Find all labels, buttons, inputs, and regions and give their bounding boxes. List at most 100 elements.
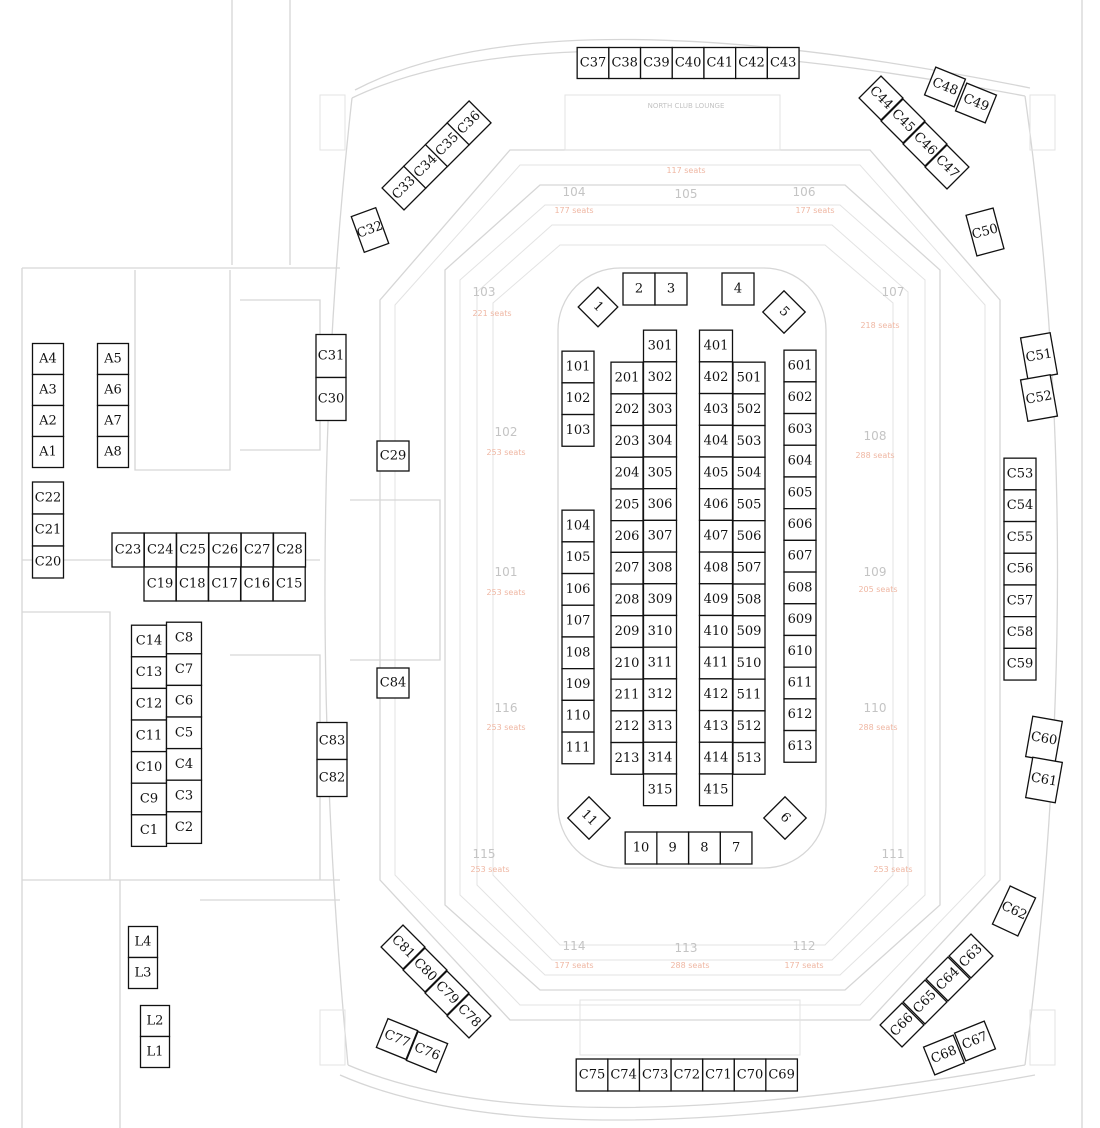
booth-411[interactable]: 411 — [698, 646, 734, 680]
booth-612[interactable]: 612 — [783, 698, 817, 732]
booth-C78[interactable]: C78 — [446, 993, 492, 1039]
booth-C3[interactable]: C3 — [165, 779, 203, 813]
booth-C65[interactable]: C65 — [902, 979, 948, 1025]
booth-C23[interactable]: C23 — [111, 532, 145, 568]
booth-A1[interactable]: A1 — [31, 435, 65, 469]
booth-607[interactable]: 607 — [783, 539, 817, 573]
booth-503[interactable]: 503 — [732, 424, 766, 458]
booth-C44[interactable]: C44 — [858, 75, 904, 121]
booth-405[interactable]: 405 — [698, 456, 734, 490]
booth-305[interactable]: 305 — [642, 456, 678, 490]
booth-213[interactable]: 213 — [610, 741, 644, 775]
booth-A4[interactable]: A4 — [31, 342, 65, 376]
booth-C28[interactable]: C28 — [272, 532, 307, 568]
booth-613[interactable]: 613 — [783, 729, 817, 763]
booth-102[interactable]: 102 — [561, 382, 595, 416]
booth-C32[interactable]: C32 — [350, 206, 390, 254]
booth-604[interactable]: 604 — [783, 444, 817, 478]
booth-302[interactable]: 302 — [642, 361, 678, 395]
booth-511[interactable]: 511 — [732, 678, 766, 712]
booth-C25[interactable]: C25 — [175, 532, 210, 568]
booth-509[interactable]: 509 — [732, 615, 766, 649]
booth-403[interactable]: 403 — [698, 392, 734, 426]
booth-414[interactable]: 414 — [698, 741, 734, 775]
booth-C39[interactable]: C39 — [639, 46, 673, 80]
booth-C62[interactable]: C62 — [991, 885, 1037, 937]
booth-C67[interactable]: C67 — [953, 1020, 997, 1062]
booth-210[interactable]: 210 — [610, 646, 644, 680]
booth-209[interactable]: 209 — [610, 615, 644, 649]
booth-A8[interactable]: A8 — [96, 435, 130, 469]
booth-303[interactable]: 303 — [642, 392, 678, 426]
booth-C72[interactable]: C72 — [670, 1058, 704, 1092]
booth-512[interactable]: 512 — [732, 710, 766, 744]
booth-608[interactable]: 608 — [783, 571, 817, 605]
booth-C64[interactable]: C64 — [925, 956, 971, 1002]
booth-311[interactable]: 311 — [642, 646, 678, 680]
booth-C49[interactable]: C49 — [954, 82, 998, 124]
booth-C56[interactable]: C56 — [1003, 552, 1037, 586]
booth-C48[interactable]: C48 — [923, 66, 967, 108]
booth-401[interactable]: 401 — [698, 329, 734, 363]
booth-109[interactable]: 109 — [561, 667, 595, 702]
booth-301[interactable]: 301 — [642, 329, 678, 363]
booth-C9[interactable]: C9 — [130, 782, 168, 816]
booth-507[interactable]: 507 — [732, 551, 766, 585]
booth-3[interactable]: 3 — [654, 272, 688, 306]
booth-2[interactable]: 2 — [622, 272, 656, 306]
booth-C41[interactable]: C41 — [703, 46, 737, 80]
booth-203[interactable]: 203 — [610, 424, 644, 458]
booth-C20[interactable]: C20 — [31, 545, 65, 579]
booth-C60[interactable]: C60 — [1024, 715, 1064, 763]
booth-504[interactable]: 504 — [732, 456, 766, 490]
booth-510[interactable]: 510 — [732, 646, 766, 680]
booth-501[interactable]: 501 — [732, 361, 766, 395]
booth-C57[interactable]: C57 — [1003, 584, 1037, 618]
booth-C58[interactable]: C58 — [1003, 615, 1037, 650]
booth-212[interactable]: 212 — [610, 710, 644, 744]
booth-C42[interactable]: C42 — [734, 46, 769, 80]
booth-413[interactable]: 413 — [698, 709, 734, 743]
booth-201[interactable]: 201 — [610, 361, 644, 395]
booth-205[interactable]: 205 — [610, 488, 644, 522]
booth-11[interactable]: 11 — [566, 795, 612, 841]
booth-C26[interactable]: C26 — [208, 532, 242, 568]
booth-110[interactable]: 110 — [561, 699, 595, 733]
booth-C16[interactable]: C16 — [240, 566, 274, 602]
booth-A2[interactable]: A2 — [31, 404, 65, 438]
booth-C70[interactable]: C70 — [733, 1058, 767, 1092]
booth-314[interactable]: 314 — [642, 741, 678, 775]
booth-105[interactable]: 105 — [561, 541, 595, 575]
booth-C12[interactable]: C12 — [130, 687, 168, 721]
booth-107[interactable]: 107 — [561, 604, 595, 638]
booth-611[interactable]: 611 — [783, 666, 817, 700]
booth-101[interactable]: 101 — [561, 350, 595, 384]
booth-508[interactable]: 508 — [732, 583, 766, 617]
booth-404[interactable]: 404 — [698, 424, 734, 458]
booth-415[interactable]: 415 — [698, 773, 734, 807]
booth-C63[interactable]: C63 — [948, 933, 994, 979]
booth-606[interactable]: 606 — [783, 507, 817, 542]
booth-207[interactable]: 207 — [610, 551, 644, 585]
booth-C81[interactable]: C81 — [380, 924, 426, 970]
booth-506[interactable]: 506 — [732, 519, 766, 554]
booth-C24[interactable]: C24 — [143, 532, 177, 568]
booth-C83[interactable]: C83 — [316, 721, 348, 761]
booth-412[interactable]: 412 — [698, 678, 734, 712]
booth-108[interactable]: 108 — [561, 636, 595, 670]
booth-9[interactable]: 9 — [656, 831, 690, 865]
booth-502[interactable]: 502 — [732, 393, 766, 427]
booth-C71[interactable]: C71 — [701, 1058, 735, 1092]
booth-C59[interactable]: C59 — [1003, 647, 1037, 681]
booth-C36[interactable]: C36 — [446, 100, 492, 146]
booth-312[interactable]: 312 — [642, 678, 678, 712]
booth-505[interactable]: 505 — [732, 488, 766, 522]
booth-C11[interactable]: C11 — [130, 719, 168, 753]
booth-C40[interactable]: C40 — [671, 46, 705, 80]
booth-313[interactable]: 313 — [642, 709, 678, 743]
booth-1[interactable]: 1 — [577, 286, 619, 328]
booth-7[interactable]: 7 — [719, 831, 753, 865]
booth-C53[interactable]: C53 — [1003, 457, 1037, 491]
booth-610[interactable]: 610 — [783, 634, 817, 668]
booth-304[interactable]: 304 — [642, 424, 678, 458]
